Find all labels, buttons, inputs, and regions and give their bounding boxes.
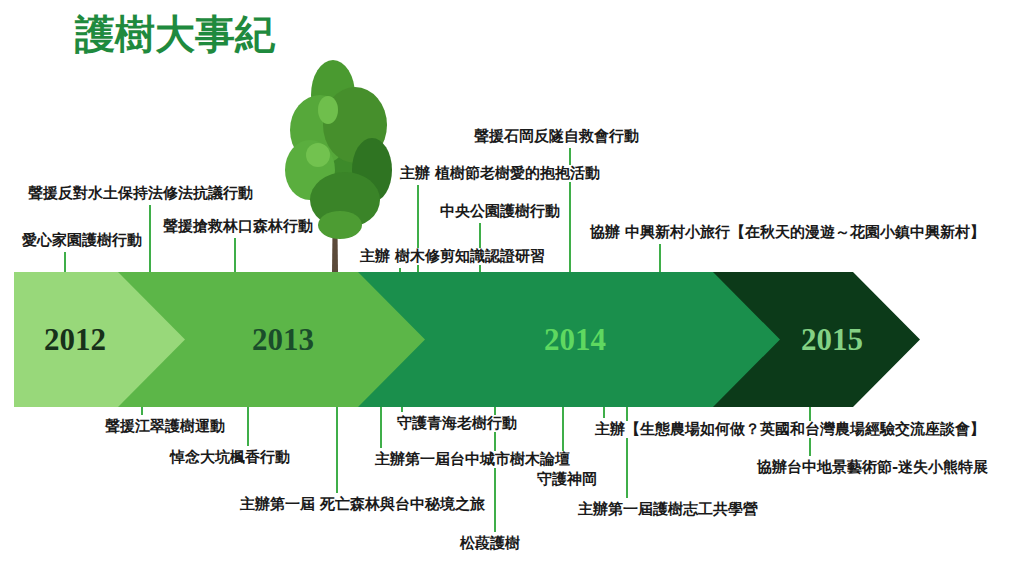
event-label: 聲援江翠護樹運動 <box>103 418 227 435</box>
leader-line <box>401 407 403 412</box>
tree-leaves <box>318 211 362 239</box>
chevron-fill <box>100 272 425 407</box>
leader-line <box>64 252 66 272</box>
event-label: 主辦 樹木修剪知識認證研習 <box>358 248 547 265</box>
year-band: 2012 <box>14 272 185 407</box>
event-label: 守護青海老樹行動 <box>395 415 519 432</box>
leader-line <box>141 407 143 415</box>
page-title: 護樹大事紀 <box>75 10 275 58</box>
event-label: 愛心家園護樹行動 <box>20 232 144 249</box>
event-label: 守護神岡 <box>535 471 599 488</box>
event-label: 主辦 植樹節老樹愛的抱抱活動 <box>398 165 602 182</box>
event-label: 聲援反對水土保持法修法抗議行動 <box>26 185 255 202</box>
event-label: 協辦台中地景藝術節-迷失小熊特展 <box>755 459 990 476</box>
tree-illustration <box>285 60 392 272</box>
event-label: 協辦 中興新村小旅行【在秋天的漫遊～花園小鎮中興新村】 <box>588 224 987 241</box>
leader-line <box>380 407 382 448</box>
event-label: 聲援石岡反隧自救會行動 <box>472 128 641 145</box>
year-label: 2014 <box>544 322 606 358</box>
leader-line <box>399 268 401 272</box>
leader-line <box>603 407 605 418</box>
year-label: 2013 <box>252 322 314 358</box>
event-label: 中央公園護樹行動 <box>438 203 562 220</box>
event-label: 主辦第一屆台中城市樹木論壇 <box>373 451 572 468</box>
leader-line <box>247 407 249 446</box>
event-label: 主辦【生態農場如何做？英國和台灣農場經驗交流座談會】 <box>593 421 987 438</box>
event-label: 主辦第一屆 死亡森林與台中秘境之旅 <box>238 496 487 513</box>
event-label: 主辦第一屆護樹志工共學營 <box>576 501 760 518</box>
event-label: 悼念大坑楓香行動 <box>168 449 292 466</box>
leader-line <box>659 244 661 272</box>
leader-line <box>336 407 338 493</box>
leader-line <box>234 238 236 272</box>
tree-highlight <box>306 143 330 167</box>
year-label: 2015 <box>801 322 863 358</box>
year-label: 2012 <box>44 322 106 358</box>
event-label: 聲援搶救林口森林行動 <box>161 218 315 235</box>
chevron-fill <box>345 272 780 407</box>
event-label: 松葮護樹 <box>458 535 522 552</box>
chevron-fill <box>700 272 920 407</box>
leader-line <box>149 205 151 272</box>
tree-highlight <box>318 96 338 124</box>
